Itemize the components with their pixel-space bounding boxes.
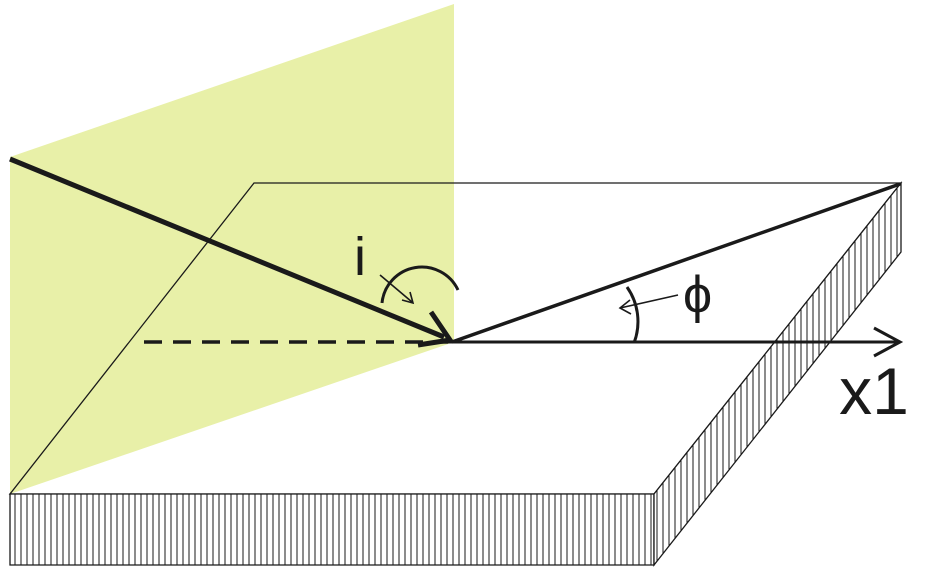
azimuth-angle-arc — [625, 286, 640, 344]
incidence-leader-arrowhead — [401, 291, 415, 305]
reflected-ray-line — [451, 182, 901, 344]
azimuth-leader-line — [619, 294, 679, 309]
slab-side-face — [653, 181, 902, 567]
azimuth-angle-label: ϕ — [683, 266, 712, 324]
incident-ray-line — [9, 156, 445, 340]
slab-front-face — [9, 493, 655, 566]
incidence-angle-arc — [380, 265, 460, 304]
azimuth-leader-arrowhead — [618, 299, 632, 315]
x1-axis-label: x1 — [839, 354, 909, 428]
incidence-leader-line — [379, 274, 413, 303]
incidence-angle-label: i — [354, 227, 366, 287]
x1-axis-arrowhead — [873, 326, 904, 358]
incident-ray-arrowhead — [417, 310, 455, 348]
